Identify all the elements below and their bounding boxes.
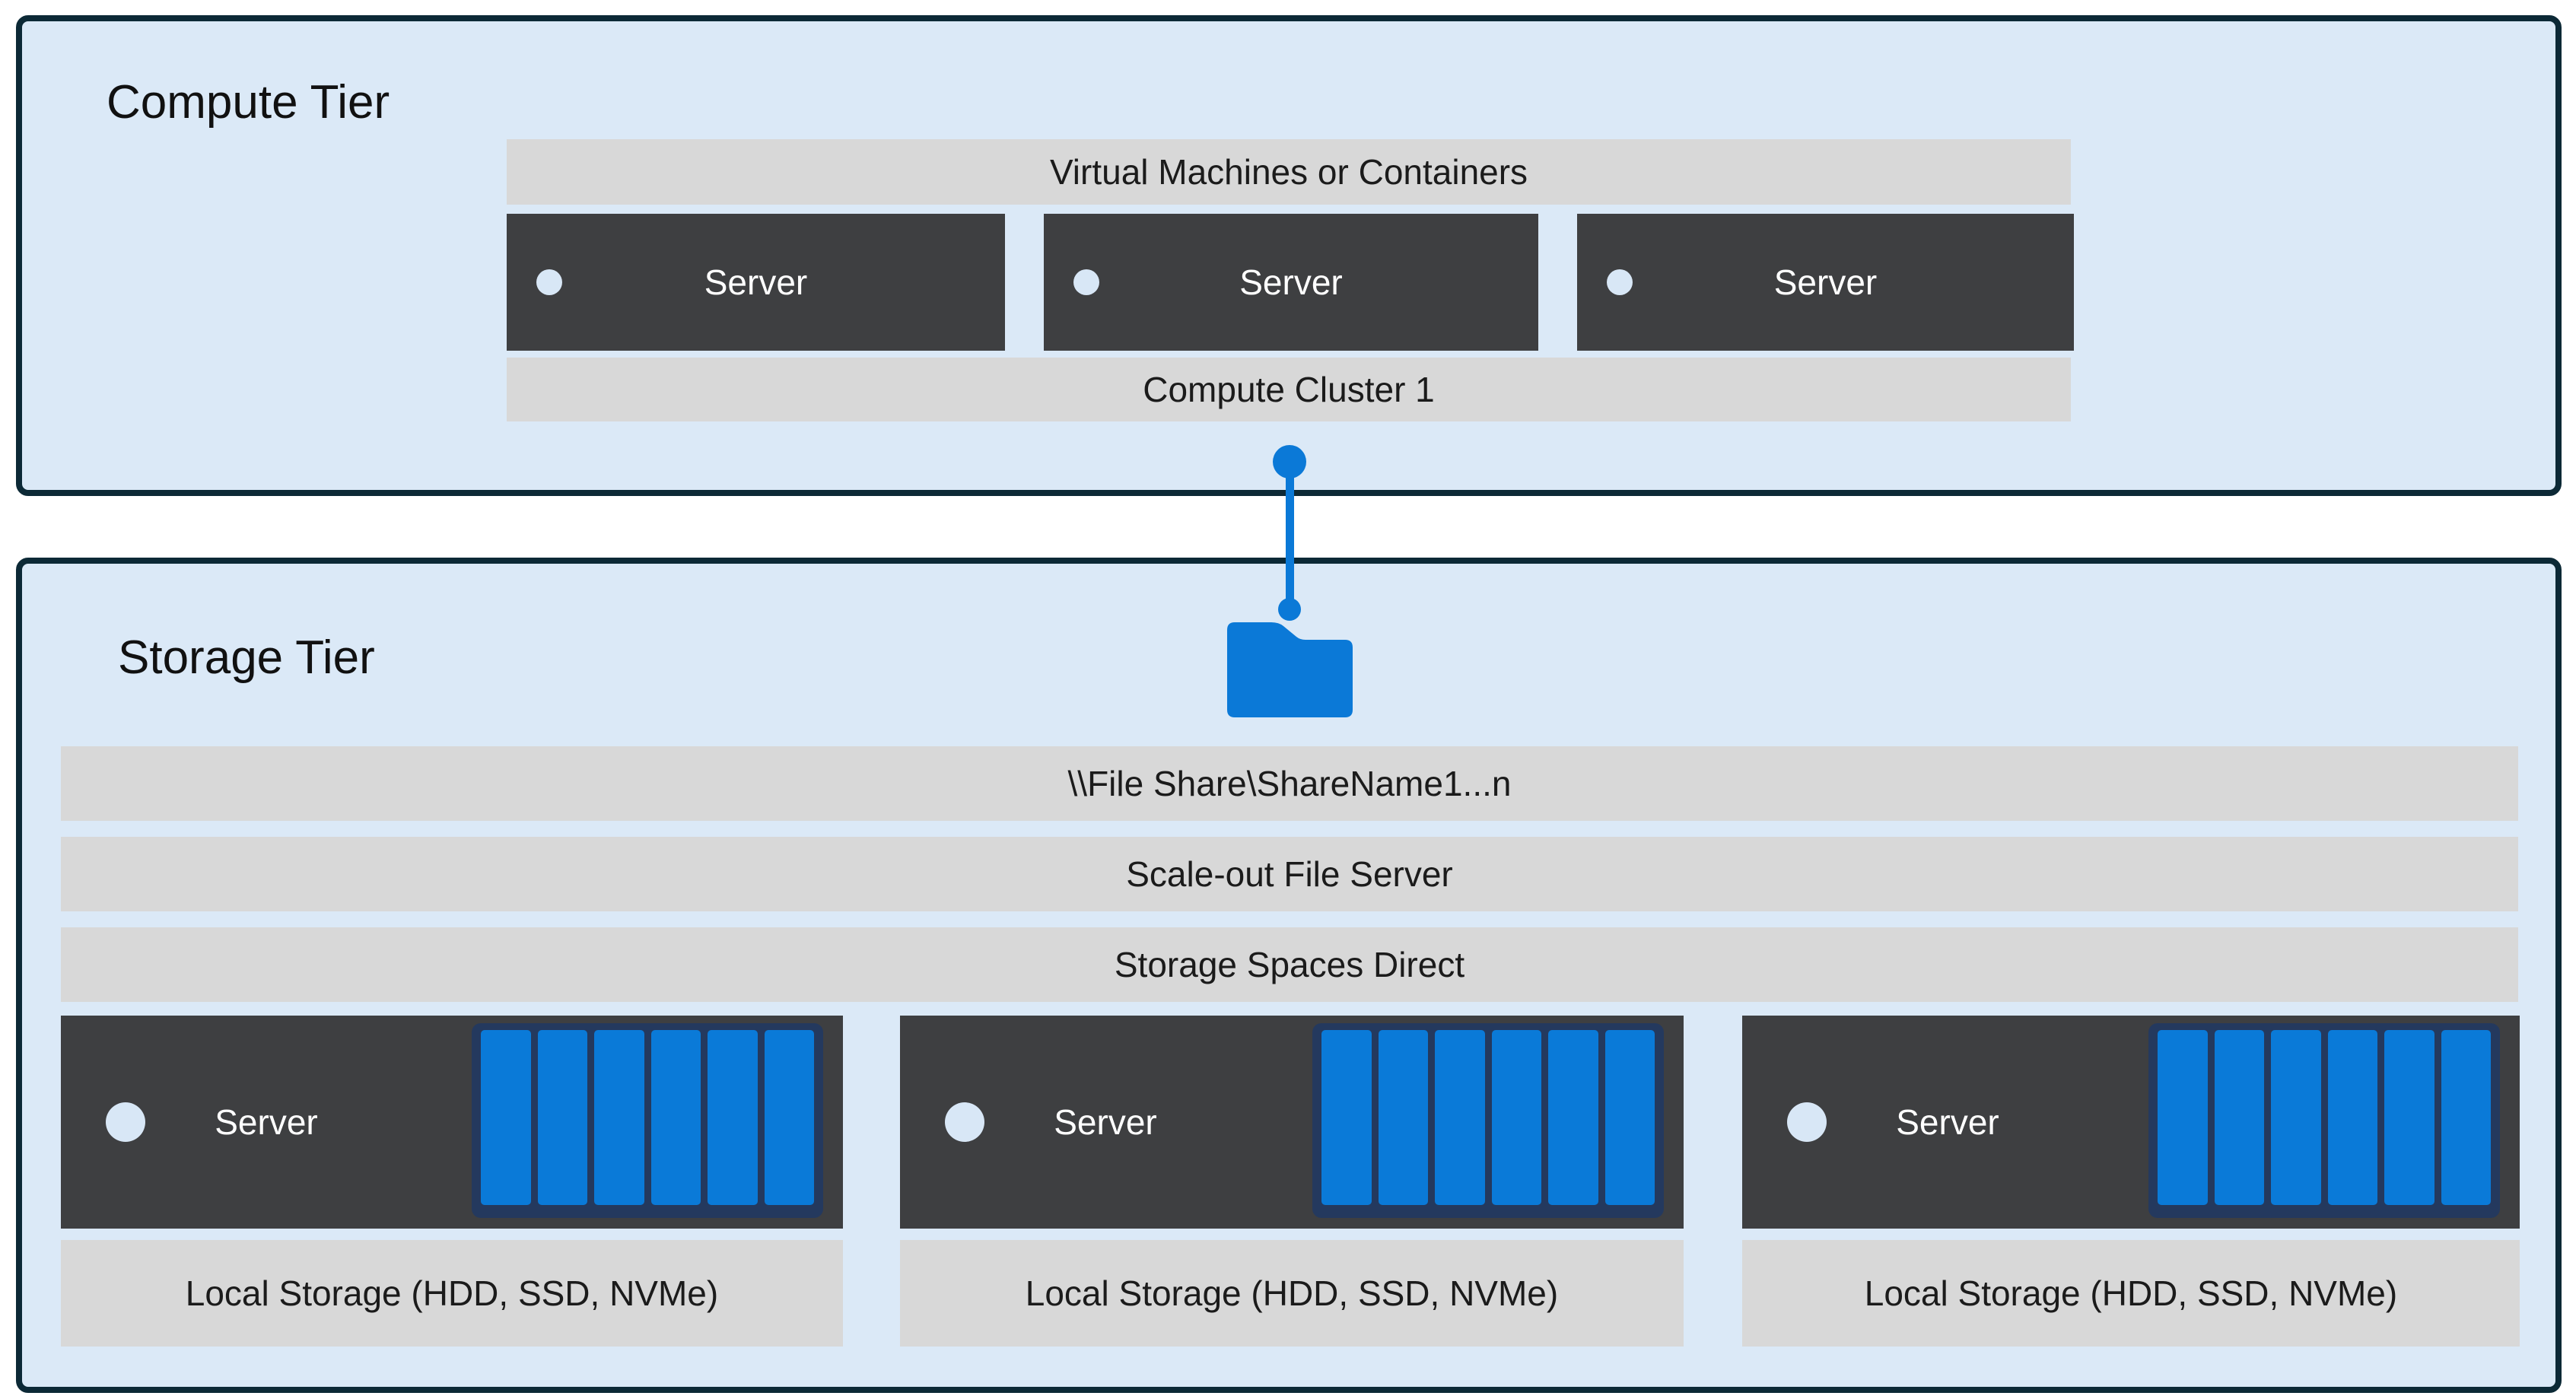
disk [537,1030,587,1205]
disk [2271,1030,2321,1205]
disk [2441,1030,2491,1205]
scale-out-file-server-label: Scale-out File Server [1126,854,1453,894]
disk [1491,1030,1541,1205]
compute-server-2-label: Server [1239,262,1343,302]
compute-server-1-label: Server [704,262,808,302]
disk-tray [2148,1023,2500,1218]
compute-server-3-label: Server [1773,262,1878,302]
storage-server-3-label: Server [1896,1102,1999,1142]
server-indicator-dot [945,1102,984,1142]
disk [1548,1030,1598,1205]
local-storage-bar-3: Local Storage (HDD, SSD, NVMe) [1742,1240,2520,1347]
server-indicator-dot [536,269,562,295]
server-indicator-dot [1607,269,1633,295]
disk [764,1030,814,1205]
compute-tier-title: Compute Tier [107,76,390,129]
disk [650,1030,701,1205]
disk [1435,1030,1485,1205]
file-share-label: \\File Share\ShareName1...n [1067,764,1512,803]
disk [2384,1030,2434,1205]
local-storage-1-label: Local Storage (HDD, SSD, NVMe) [185,1273,719,1313]
server-indicator-dot [1073,269,1099,295]
disk [1378,1030,1428,1205]
local-storage-3-label: Local Storage (HDD, SSD, NVMe) [1864,1273,2398,1313]
local-storage-2-label: Local Storage (HDD, SSD, NVMe) [1025,1273,1559,1313]
disk [2158,1030,2208,1205]
storage-server-1-label: Server [215,1102,318,1142]
local-storage-bar-2: Local Storage (HDD, SSD, NVMe) [900,1240,1684,1347]
compute-server-2: Server [1044,214,1538,351]
connector-line [1286,462,1294,609]
connector-dot-top [1273,445,1306,479]
compute-tier-box: Compute Tier Virtual Machines or Contain… [16,15,2562,496]
vm-containers-label: Virtual Machines or Containers [1049,152,1528,192]
disk [2327,1030,2377,1205]
compute-cluster-label: Compute Cluster 1 [1143,370,1435,409]
storage-spaces-direct-bar: Storage Spaces Direct [61,927,2518,1002]
disk-tray [472,1023,823,1218]
server-indicator-dot [1787,1102,1827,1142]
storage-server-3: Server [1742,1016,2520,1229]
disk [708,1030,758,1205]
compute-server-1: Server [507,214,1005,351]
disk-tray [1312,1023,1664,1218]
connector-dot-bottom [1278,598,1301,621]
disk [1321,1030,1372,1205]
storage-spaces-direct-label: Storage Spaces Direct [1114,945,1465,984]
compute-server-3: Server [1577,214,2074,351]
local-storage-bar-1: Local Storage (HDD, SSD, NVMe) [61,1240,843,1347]
folder-icon [1227,622,1353,717]
storage-tier-title: Storage Tier [118,631,375,684]
storage-server-2-label: Server [1054,1102,1157,1142]
disk [2214,1030,2264,1205]
disk [1604,1030,1655,1205]
scale-out-file-server-bar: Scale-out File Server [61,837,2518,911]
vm-containers-bar: Virtual Machines or Containers [507,139,2071,205]
compute-cluster-bar: Compute Cluster 1 [507,358,2071,421]
disk [481,1030,531,1205]
file-share-bar: \\File Share\ShareName1...n [61,746,2518,821]
storage-server-2: Server [900,1016,1684,1229]
storage-server-1: Server [61,1016,843,1229]
disk [594,1030,644,1205]
server-indicator-dot [106,1102,145,1142]
